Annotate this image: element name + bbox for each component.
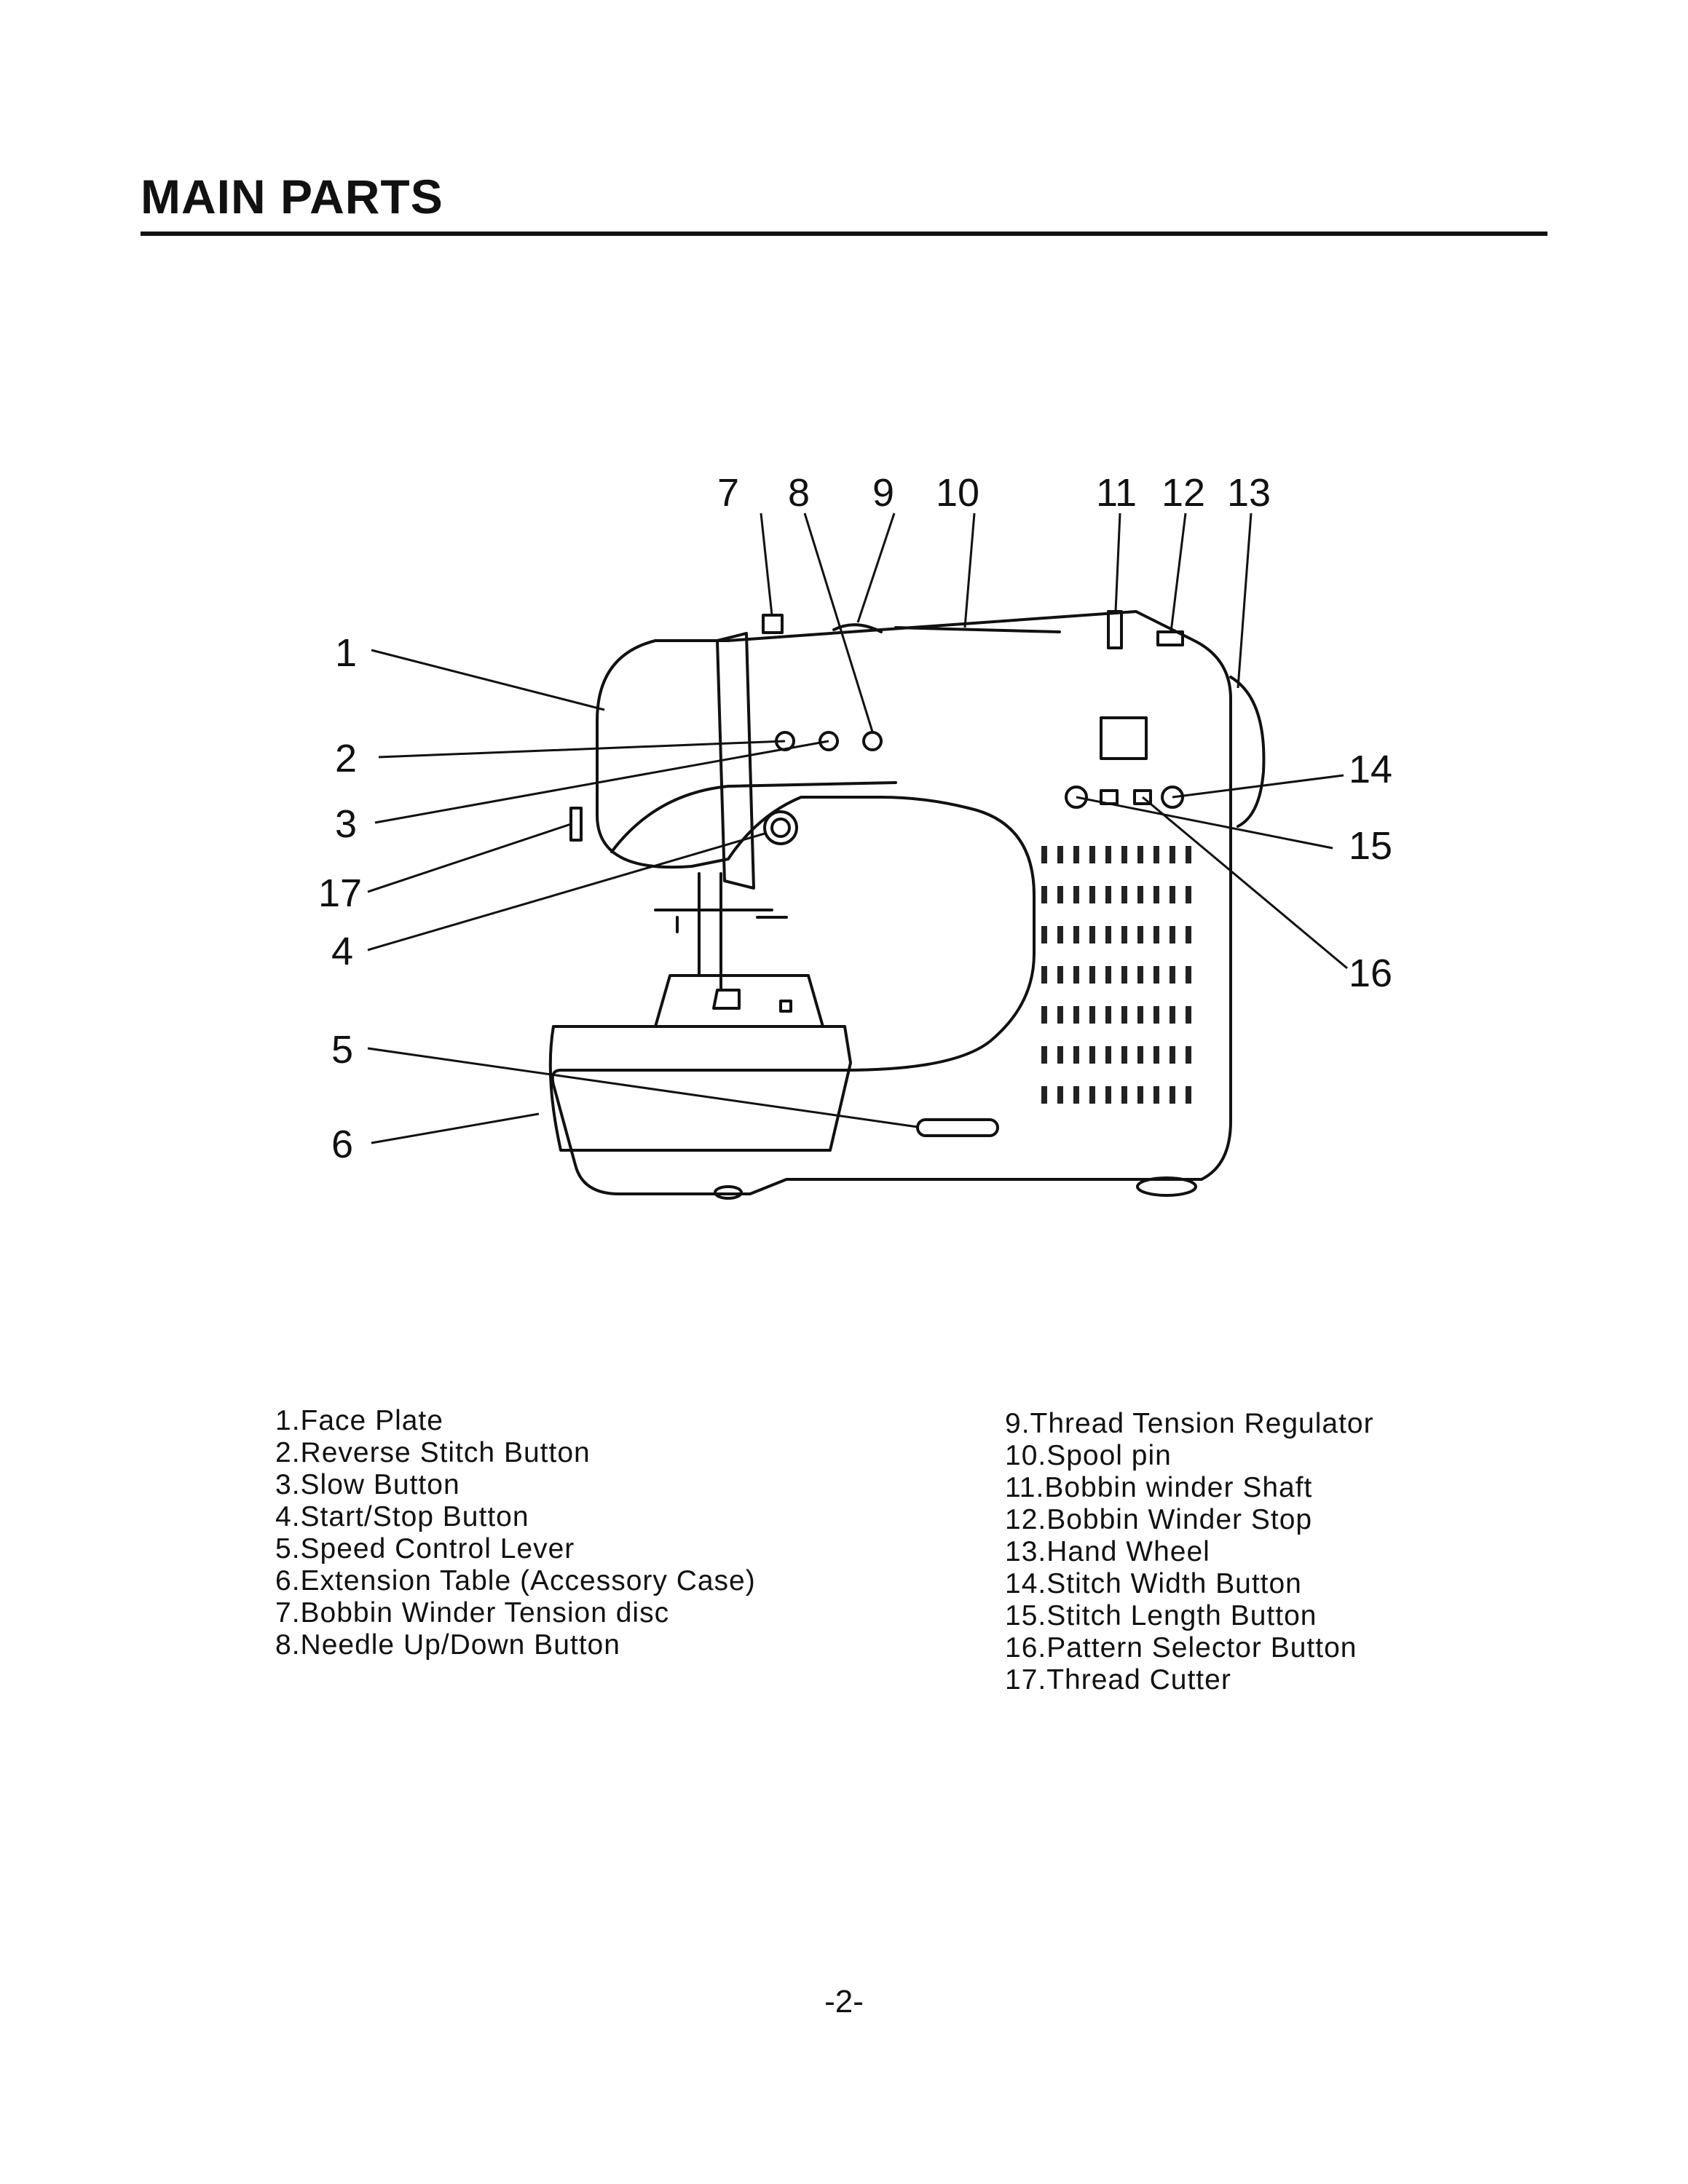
spool-pin: [894, 626, 1061, 633]
callout-5: 5: [331, 1028, 353, 1072]
tension-regulator: [832, 623, 883, 633]
extension-table: [548, 1025, 852, 1152]
list-item: 3.Slow Button: [275, 1469, 460, 1500]
arm-head: [716, 632, 755, 890]
list-item: 10.Spool pin: [1005, 1440, 1172, 1471]
bobbin-winder-shaft: [1107, 610, 1123, 649]
callout-15: 15: [1349, 824, 1392, 868]
callout-13: 13: [1227, 471, 1271, 515]
start-stop-button: [763, 810, 798, 845]
stitch-length-button: [1161, 786, 1184, 809]
tension-disc: [762, 614, 784, 634]
page-number: -2-: [824, 1984, 864, 2019]
speed-lever: [916, 1118, 999, 1137]
parts-list-right: 9.Thread Tension Regulator 10.Spool pin …: [1005, 1408, 1374, 1696]
callout-17: 17: [318, 871, 362, 915]
list-item: 17.Thread Cutter: [1005, 1664, 1231, 1696]
callout-1: 1: [335, 631, 357, 675]
callout-3: 3: [335, 802, 357, 846]
list-item: 16.Pattern Selector Button: [1005, 1632, 1357, 1663]
list-item: 13.Hand Wheel: [1005, 1536, 1210, 1567]
callout-10: 10: [936, 471, 979, 515]
list-item: 2.Reverse Stitch Button: [275, 1437, 591, 1468]
list-item: 1.Face Plate: [275, 1405, 443, 1436]
page-title: MAIN PARTS: [141, 170, 443, 223]
needle-button: [862, 731, 883, 751]
callout-8: 8: [788, 471, 810, 515]
list-item: 15.Stitch Length Button: [1005, 1600, 1317, 1631]
stitch-pattern-chart: [1041, 846, 1191, 1104]
list-item: 14.Stitch Width Button: [1005, 1568, 1302, 1599]
callout-9: 9: [872, 471, 894, 515]
list-item: 12.Bobbin Winder Stop: [1005, 1504, 1313, 1535]
callout-12: 12: [1162, 471, 1205, 515]
display-screen: [1100, 716, 1148, 760]
callout-7: 7: [717, 471, 739, 515]
thread-cutter: [569, 807, 583, 842]
callout-14: 14: [1349, 748, 1392, 791]
callout-16: 16: [1349, 951, 1392, 995]
callout-2: 2: [335, 737, 357, 780]
list-item: 11.Bobbin winder Shaft: [1005, 1472, 1313, 1503]
callout-6: 6: [331, 1123, 353, 1166]
presser-foot: [698, 872, 741, 1010]
hand-wheel: [1229, 676, 1266, 828]
callout-4: 4: [331, 930, 353, 973]
callout-labels: 1 2 3 4 5 6 7 8 9 10 11 12 13 14 15 16 1…: [318, 471, 1392, 1166]
callout-11: 11: [1096, 471, 1137, 515]
list-item: 9.Thread Tension Regulator: [1005, 1408, 1374, 1439]
list-item: 8.Needle Up/Down Button: [275, 1629, 620, 1661]
machine-body: [551, 610, 1232, 1195]
slow-button: [819, 731, 839, 751]
list-item: 4.Start/Stop Button: [275, 1501, 529, 1532]
stitch-width-button: [1065, 786, 1088, 809]
bobbin-winder-stop: [1156, 630, 1184, 646]
list-item: 6.Extension Table (Accessory Case): [275, 1565, 756, 1597]
title-divider: [141, 232, 1547, 236]
list-item: 7.Bobbin Winder Tension disc: [275, 1597, 670, 1629]
parts-list-left: 1.Face Plate 2.Reverse Stitch Button 3.S…: [275, 1405, 756, 1661]
list-item: 5.Speed Control Lever: [275, 1533, 575, 1564]
